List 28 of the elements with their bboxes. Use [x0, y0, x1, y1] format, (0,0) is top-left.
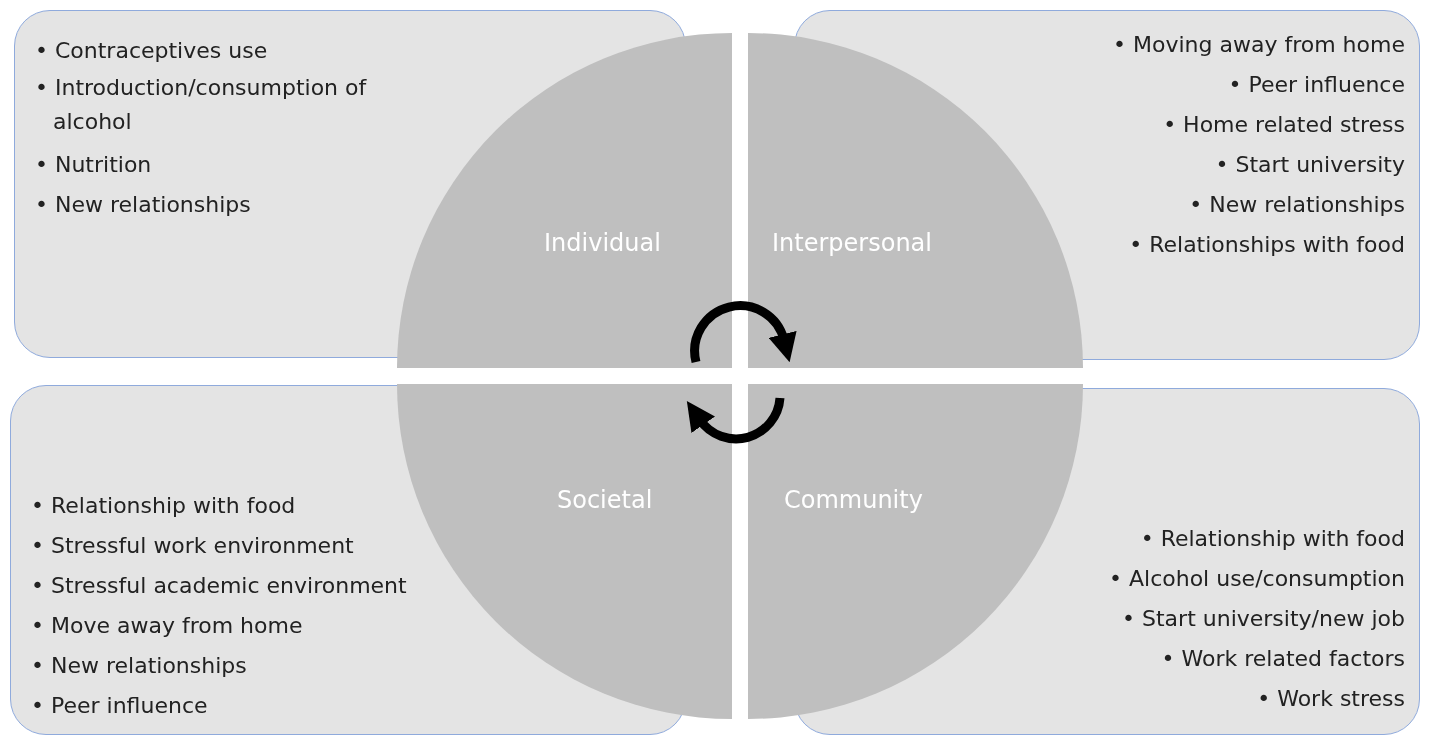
bullet-item: • Peer influence	[1227, 71, 1405, 99]
bullet-item: • Peer influence	[31, 692, 209, 720]
bullet-item: • Alcohol use/consumption	[1109, 565, 1405, 593]
bullet-item: • Nutrition	[35, 151, 153, 179]
bullet-item: • New relationships	[35, 191, 252, 219]
bullet-item: • Stressful academic environment	[31, 572, 407, 600]
bullet-item: • Start university/new job	[1121, 605, 1405, 633]
bullet-item: • Start university	[1214, 151, 1405, 179]
quadrant-label: Community	[784, 486, 923, 514]
bullet-item: • Moving away from home	[1113, 31, 1405, 59]
quadrant-label: Interpersonal	[772, 229, 932, 257]
quadrant-segment	[397, 33, 732, 368]
bullet-item: • Work related factors	[1160, 645, 1405, 673]
bullet-item: • New relationships	[31, 652, 248, 680]
bullet-item: • Relationships with food	[1128, 231, 1405, 259]
bullet-item: • Work stress	[1256, 685, 1405, 713]
bullet-item: • Stressful work environment	[31, 532, 355, 560]
bullet-item: • Home related stress	[1162, 111, 1405, 139]
quadrant-label: Individual	[544, 229, 661, 257]
bullet-item: • Relationship with food	[1139, 525, 1405, 553]
bullet-item: • Contraceptives use	[35, 37, 269, 65]
quadrant-segment	[748, 384, 1083, 719]
quadrant-label: Societal	[557, 486, 653, 514]
bullet-item: • Introduction/consumption of alcohol	[35, 74, 368, 136]
quadrant-segment	[748, 33, 1083, 368]
bullet-item: • Relationship with food	[31, 492, 297, 520]
bullet-item: • Move away from home	[31, 612, 304, 640]
bullet-item: • New relationships	[1188, 191, 1405, 219]
